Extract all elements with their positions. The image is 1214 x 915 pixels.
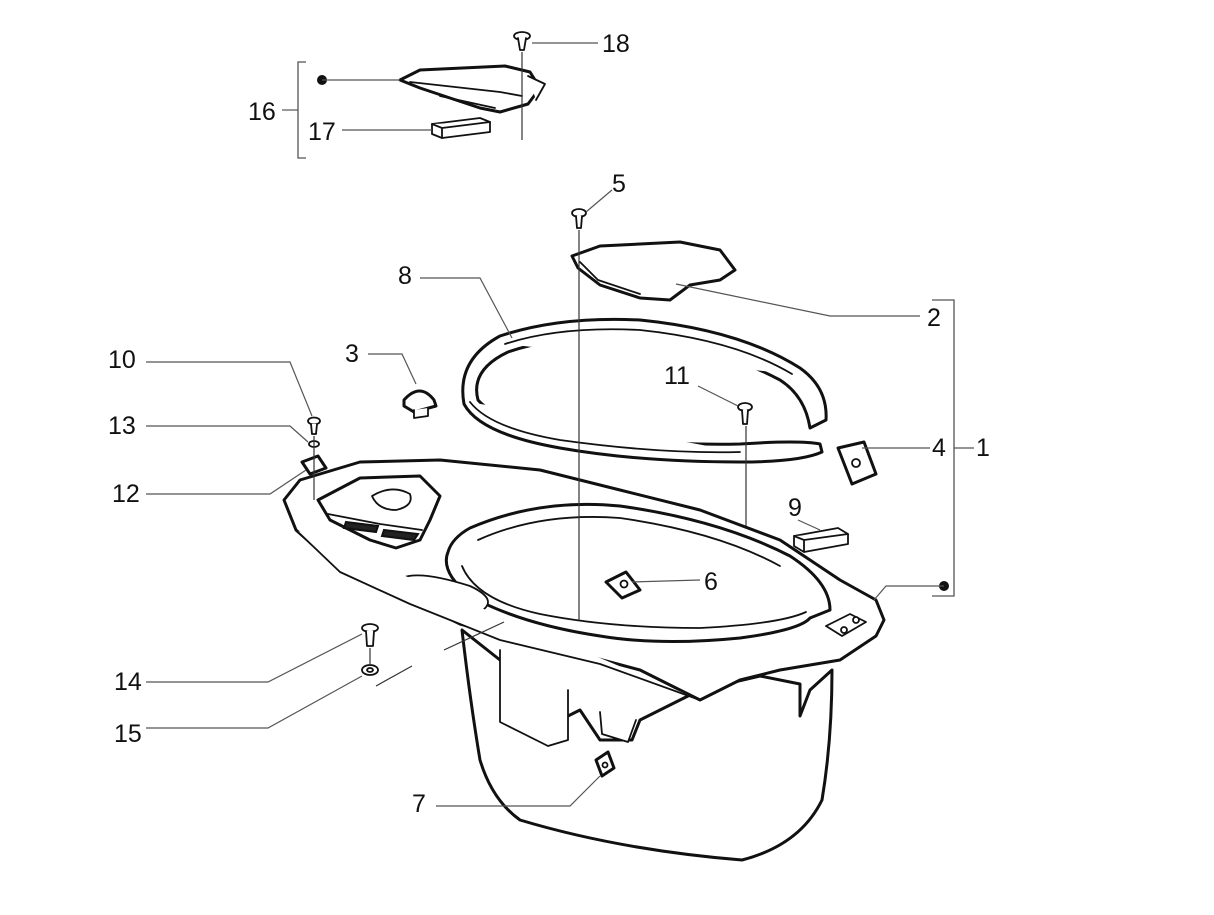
callout-9: 9 xyxy=(788,494,802,522)
leader-7 xyxy=(436,775,601,807)
leader-15 xyxy=(146,675,363,729)
bracket-16 xyxy=(297,61,306,159)
part-8-seal xyxy=(461,317,828,464)
part-9-pad xyxy=(793,527,849,553)
callout-12: 12 xyxy=(112,480,140,508)
part-15-washer xyxy=(361,664,379,676)
leader-3 xyxy=(368,353,417,385)
leader-14 xyxy=(146,633,363,683)
callout-5: 5 xyxy=(612,170,626,198)
callout-13: 13 xyxy=(108,412,136,440)
leader-2 xyxy=(675,283,920,317)
leader-10 xyxy=(146,361,313,417)
callout-7: 7 xyxy=(412,790,426,818)
callout-15: 15 xyxy=(114,720,142,748)
callout-10: 10 xyxy=(108,346,136,374)
part-10-screw xyxy=(307,416,321,435)
part-14-screw xyxy=(361,623,379,647)
leader-6 xyxy=(631,579,701,583)
part-17-pad xyxy=(431,117,491,139)
callout-3: 3 xyxy=(345,340,359,368)
part-2-cover xyxy=(570,240,737,302)
callout-18: 18 xyxy=(602,30,630,58)
part-3-rubber-stop xyxy=(402,389,438,419)
part-5-screw xyxy=(571,208,587,229)
leader-11 xyxy=(697,385,739,407)
part-4-clip xyxy=(836,440,878,486)
callout-11: 11 xyxy=(664,362,690,390)
callout-14: 14 xyxy=(114,668,142,696)
leader-13 xyxy=(146,425,309,443)
leader-5 xyxy=(585,189,613,213)
part-7-clip xyxy=(594,750,616,778)
part-18-screw xyxy=(513,31,531,140)
leader-12 xyxy=(146,469,307,495)
callout-8: 8 xyxy=(398,262,412,290)
callout-17: 17 xyxy=(308,118,336,146)
part-6-clip xyxy=(604,570,642,600)
part-16-lid-assembly xyxy=(398,64,546,114)
callout-16: 16 xyxy=(248,98,276,126)
leader-8 xyxy=(420,277,513,339)
part-1-helmet-compartment xyxy=(282,458,886,862)
callout-2: 2 xyxy=(927,304,941,332)
leader-9 xyxy=(797,519,821,531)
callout-1: 1 xyxy=(976,434,990,462)
callout-6: 6 xyxy=(704,568,718,596)
callout-4: 4 xyxy=(932,434,946,462)
